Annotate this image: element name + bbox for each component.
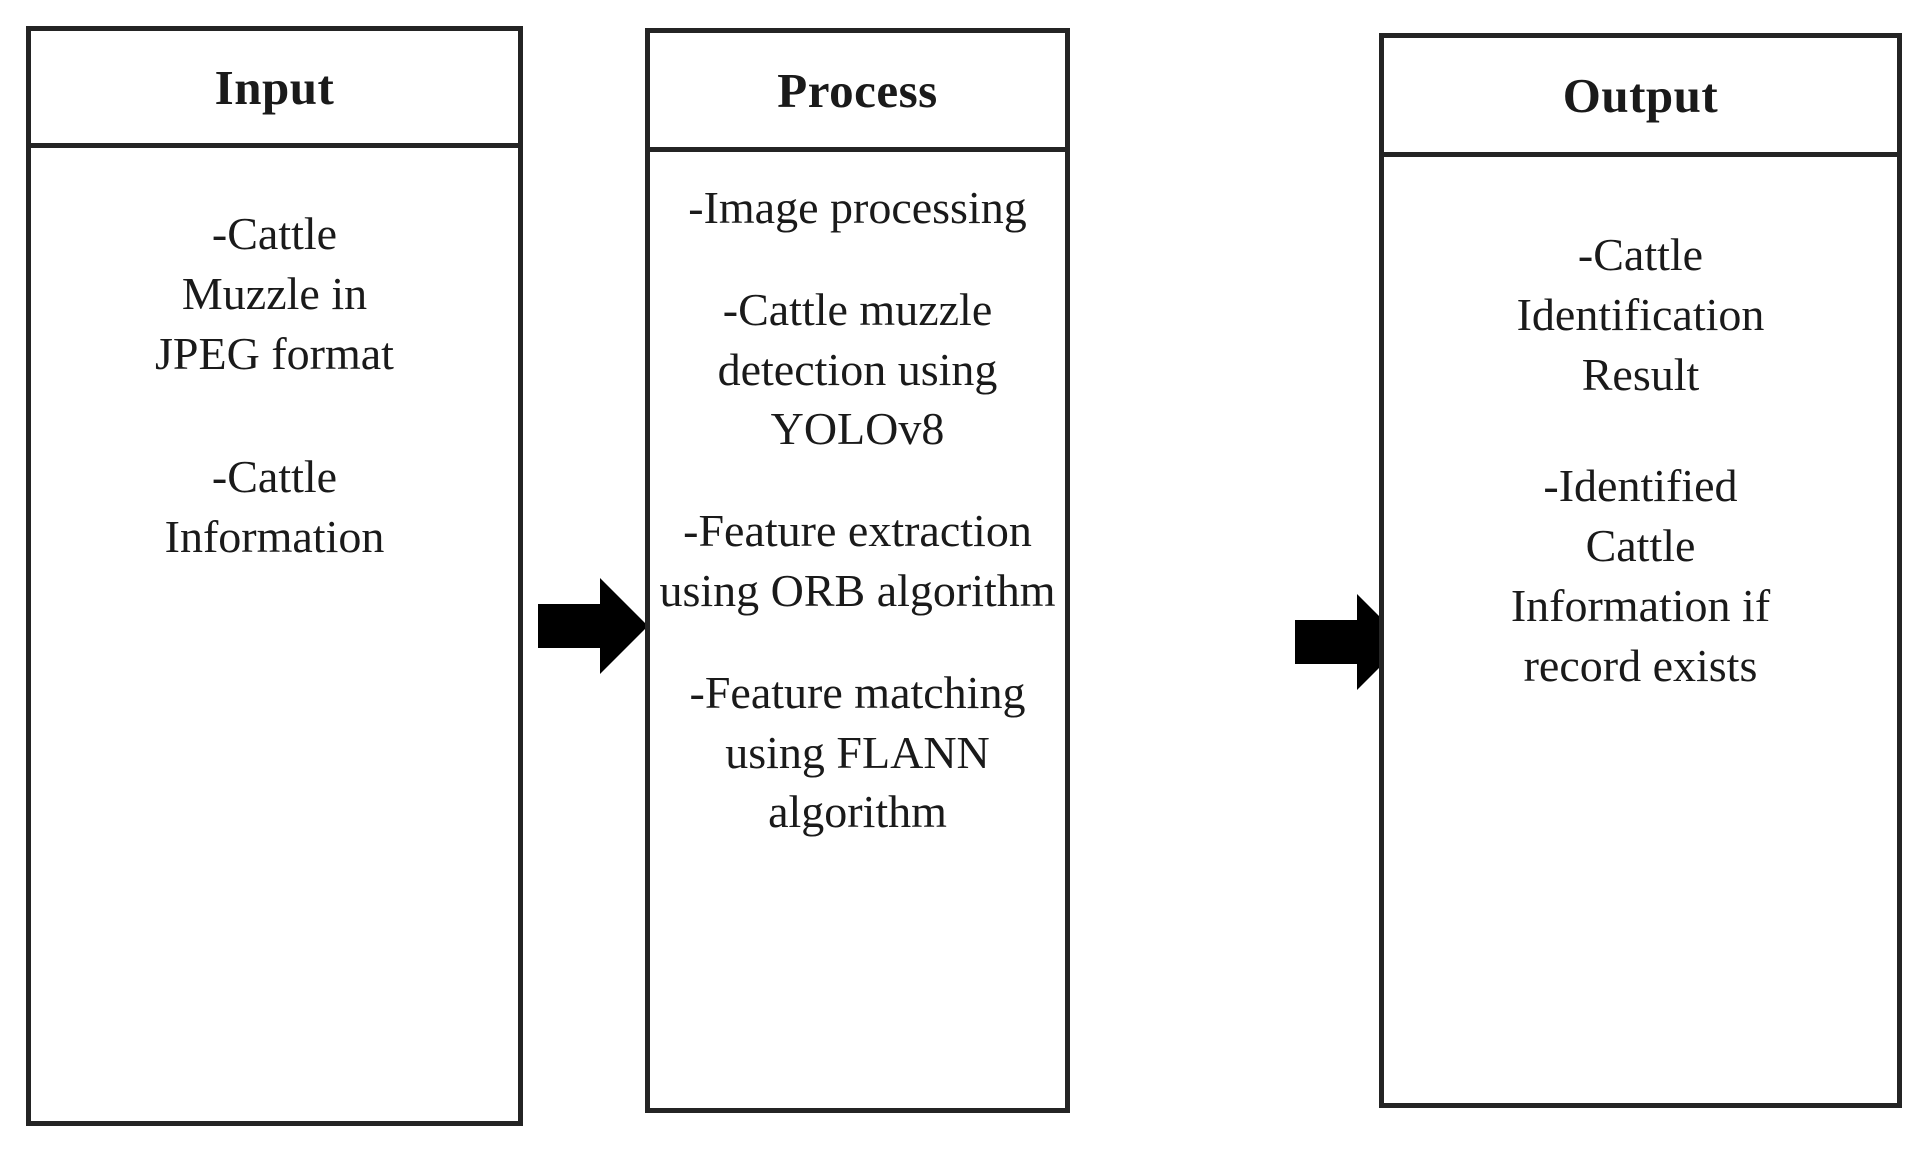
process-header: Process [650, 33, 1065, 152]
right-block-arrow-icon-input-to-process [538, 578, 648, 674]
process-item-feature-extraction-orb: -Feature extraction using ORB algorithm [659, 505, 1056, 616]
output-body: -Cattle Identification Result -Identifie… [1384, 157, 1897, 1103]
input-stage-box: Input -Cattle Muzzle in JPEG format -Cat… [26, 26, 523, 1126]
output-stage-box: Output -Cattle Identification Result -Id… [1379, 33, 1902, 1108]
input-header-title: Input [214, 59, 335, 115]
output-item-cattle-identification-result: -Cattle Identification Result [1516, 229, 1765, 400]
input-item-cattle-information: -Cattle Information [164, 451, 385, 563]
output-item-identified-cattle-information: -Identified Cattle Information if record… [1510, 460, 1771, 691]
right-block-arrow-icon-process-to-output [1295, 594, 1405, 690]
output-header: Output [1384, 38, 1897, 157]
input-header: Input [31, 31, 518, 148]
input-item-cattle-muzzle-jpeg: -Cattle Muzzle in JPEG format [155, 208, 394, 379]
output-header-title: Output [1562, 67, 1719, 123]
process-item-feature-matching-flann: -Feature matching using FLANN algorithm [689, 666, 1026, 838]
process-item-muzzle-detection-yolov8: -Cattle muzzle detection using YOLOv8 [717, 283, 998, 455]
process-item-image-processing: -Image processing [688, 182, 1027, 233]
process-stage-box: Process -Image processing -Cattle muzzle… [645, 28, 1070, 1113]
process-header-title: Process [777, 62, 938, 118]
input-body: -Cattle Muzzle in JPEG format -Cattle In… [31, 148, 518, 1121]
process-body: -Image processing -Cattle muzzle detecti… [650, 152, 1065, 1108]
